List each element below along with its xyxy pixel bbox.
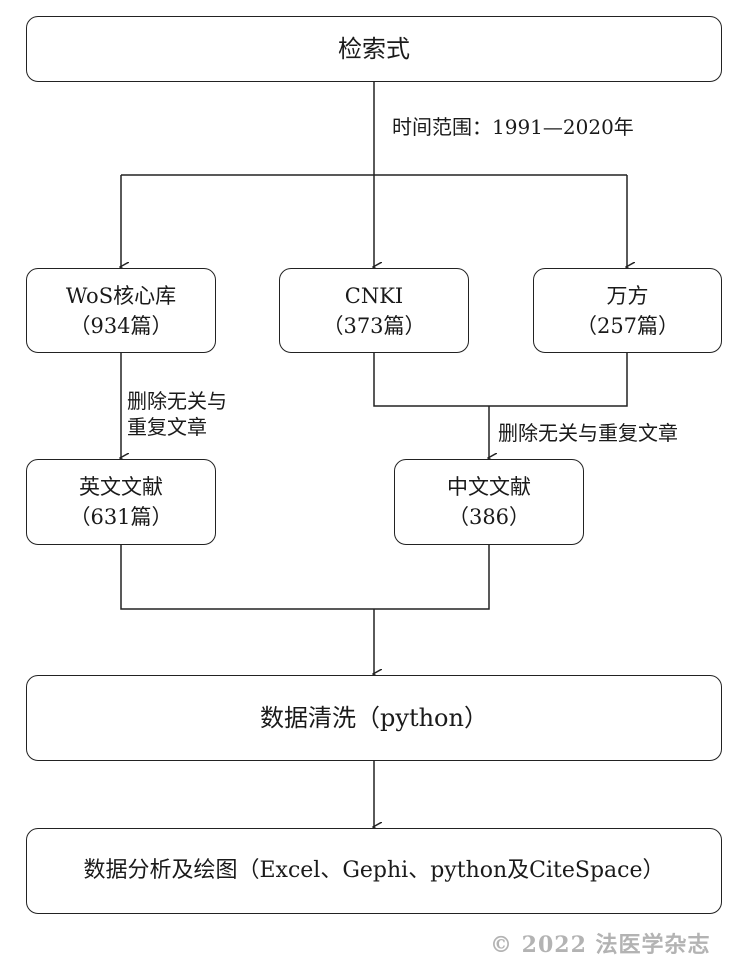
- node-chinese-title: 中文文献: [447, 475, 531, 499]
- node-chinese-count: （386）: [447, 505, 531, 529]
- connector-cnki-wanfang-merge: [373, 353, 628, 407]
- node-analysis-label: 数据分析及绘图（Excel、Gephi、python及CiteSpace）: [83, 858, 665, 883]
- node-english: 英文文献 （631篇）: [26, 459, 216, 545]
- node-cnki: CNKI （373篇）: [279, 268, 469, 353]
- node-wos-title: WoS核心库: [65, 283, 177, 308]
- label-time-range: 时间范围：1991—2020年: [392, 115, 634, 139]
- label-remove-en-2: 重复文章: [127, 415, 207, 439]
- node-wanfang: 万方 （257篇）: [533, 268, 722, 353]
- label-remove-en-1: 删除无关与: [127, 389, 227, 413]
- node-cleaning-label: 数据清洗（python）: [260, 704, 488, 732]
- node-cnki-title: CNKI: [344, 283, 404, 308]
- label-remove-cn: 删除无关与重复文章: [498, 421, 678, 445]
- node-query: 检索式: [26, 16, 722, 82]
- node-wos: WoS核心库 （934篇）: [26, 268, 216, 353]
- copyright-watermark: © 2022 法医学杂志: [490, 932, 711, 958]
- node-query-label: 检索式: [338, 35, 410, 63]
- node-cleaning: 数据清洗（python）: [26, 675, 722, 761]
- node-analysis: 数据分析及绘图（Excel、Gephi、python及CiteSpace）: [26, 828, 722, 914]
- node-wos-count: （934篇）: [69, 313, 173, 338]
- connector-english-chinese-merge: [120, 545, 490, 610]
- node-chinese: 中文文献 （386）: [394, 459, 584, 545]
- node-wanfang-count: （257篇）: [575, 313, 680, 338]
- node-english-count: （631篇）: [69, 505, 173, 529]
- node-cnki-count: （373篇）: [322, 313, 426, 338]
- node-english-title: 英文文献: [79, 475, 163, 499]
- node-wanfang-title: 万方: [606, 283, 649, 308]
